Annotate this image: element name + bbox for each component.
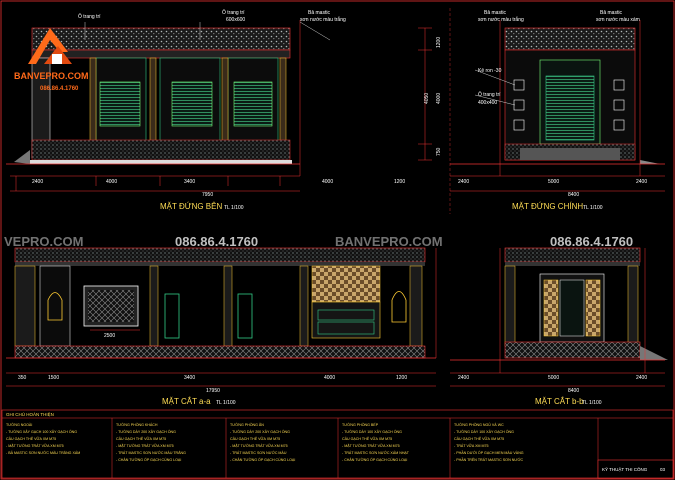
note-1-2: CÂU GẠCH THẺ VỮA XM M75 (6, 436, 56, 441)
dim-front-3: 2400 (636, 179, 647, 185)
note-2-3: - MẶT TƯỜNG TRÁT VỮA XM M75 (116, 443, 174, 448)
callout-front-paintb: sơn nước màu trắng (478, 16, 524, 23)
callout-otrang-size: 600x600 (226, 17, 245, 23)
callout-paint1b: sơn nước màu trắng (300, 16, 346, 23)
note-4-5: - CHÂN TƯỜNG ỐP GẠCH CÙNG LOẠI (342, 457, 407, 462)
dim-side-3: 3400 (184, 179, 195, 185)
note-3-1: - TƯỜNG DÀY 200 XÂY GẠCH ỐNG (230, 429, 290, 434)
note-4-4: - TRÁT MASTIC SƠN NƯỚC XÁM NHẠT (342, 450, 410, 455)
watermark-phone-2: 086.86.4.1760 (550, 234, 633, 249)
dim-sec-6: 1200 (396, 375, 407, 381)
dim-secb-1: 2400 (458, 375, 469, 381)
dim-secb-total: 8400 (568, 388, 579, 394)
watermark-brand-left: VEPRO.COM (4, 234, 83, 249)
note-2-1: - TƯỜNG DÀY 200 XÂY GẠCH ỐNG (116, 429, 176, 434)
notes-header: GHI CHÚ HOÀN THIỆN (6, 410, 54, 417)
callout-front-paint2: Bả mastic (600, 10, 622, 16)
note-4-3: - MẶT TƯỜNG TRÁT VỮA XM M75 (342, 443, 400, 448)
callout-otrang: Ô trang trí (222, 9, 245, 16)
note-1-4: - BẢ MASTIC SƠN NƯỚC MÀU TRẮNG XÁM (6, 450, 80, 455)
dim-sec-4: 3400 (184, 375, 195, 381)
section-aa (6, 247, 437, 387)
dim-sec-5: 4000 (324, 375, 335, 381)
note-2-5: - CHÂN TƯỜNG ỐP GẠCH CÙNG LOẠI (116, 457, 181, 462)
dim-side-4: 4000 (322, 179, 333, 185)
scale-section-aa: TL 1/100 (216, 400, 236, 406)
front-elevation (418, 20, 665, 192)
note-5-1: - TƯỜNG DÀY 100 XÂY GẠCH ỐNG (454, 429, 514, 434)
notes-frame (1, 409, 674, 479)
brand-name: BANVEPRO.COM (14, 71, 89, 81)
scale-side-elevation: TL 1/100 (224, 205, 244, 211)
title-section-bb: MẶT CẮT b-b (535, 397, 584, 406)
side-elevation (6, 20, 331, 192)
scale-front-elevation: TL 1/100 (583, 205, 603, 211)
dim-side-1: 2400 (32, 179, 43, 185)
note-1-1: - TƯỜNG XÂY GẠCH 100 XÂY GẠCH ỐNG (6, 429, 77, 434)
watermark-phone-1: 086.86.4.1760 (175, 234, 258, 249)
note-4-1: - TƯỜNG DÀY 100 XÂY GẠCH ỐNG (342, 429, 402, 434)
callout-otrang2: Ô trang trí (478, 91, 501, 98)
brand-phone-small: 086.86.4.1760 (40, 86, 79, 92)
note-2-2: CÂU GẠCH THẺ VỮA XM M75 (116, 436, 166, 441)
callout-ke: Kẻ ron -30 (478, 68, 502, 74)
note-5-2: CÂU GẠCH THẺ VỮA XM M75 (454, 436, 504, 441)
dim-vert-3: 750 (436, 147, 442, 156)
note-2-0: TƯỜNG PHÒNG KHÁCH (116, 422, 158, 427)
dim-sec-total: 17950 (206, 388, 220, 394)
dim-sec-1: 350 (18, 375, 27, 381)
dim-secb-3: 2400 (636, 375, 647, 381)
dim-secb-2: 5000 (548, 375, 559, 381)
dim-sec-2: 1500 (48, 375, 59, 381)
dim-vert-4: 4050 (424, 93, 430, 104)
scale-section-bb: TL 1/100 (582, 400, 602, 406)
callout-front-paint: Bả mastic (484, 10, 506, 16)
callout-paint1: Bả mastic (308, 10, 330, 16)
note-1-3: - MẶT TƯỜNG TRÁT VỮA XM M75 (6, 443, 64, 448)
callout-lamp: Ô trang trí (78, 13, 101, 20)
note-1-0: TƯỜNG NGOÀI (6, 422, 32, 427)
dim-front-1: 2400 (458, 179, 469, 185)
note-4-2: CÂU GẠCH THẺ VỮA XM M75 (342, 436, 392, 441)
dim-sec-3: 2500 (104, 333, 115, 339)
title-side-elevation: MẶT ĐỨNG BÊN (160, 202, 222, 211)
title-block-label: KỸ THUẬT THI CÔNG (602, 466, 648, 472)
note-3-4: - TRÁT MASTIC SƠN NƯỚC MÀU (230, 450, 287, 455)
title-block (597, 459, 674, 479)
watermark-brand: BANVEPRO.COM (335, 234, 443, 249)
dim-vert-1: 1200 (436, 37, 442, 48)
note-2-4: - TRÁT MASTIC SƠN NƯỚC MÀU TRẮNG (116, 450, 186, 455)
dim-front-total: 8400 (568, 192, 579, 198)
note-5-0: TƯỜNG PHÒNG NGỦ VÀ WC (454, 422, 504, 427)
note-5-4: - PHẦN DƯỚI ỐP GẠCH MEN MÀU VÀNG (454, 450, 524, 455)
note-3-2: CÂU GẠCH THẺ VỮA XM M75 (230, 436, 280, 441)
note-3-5: - CHÂN TƯỜNG ỐP GẠCH CÙNG LOẠI (230, 457, 295, 462)
note-4-0: TƯỜNG PHÒNG BẾP (342, 422, 379, 427)
note-5-5: - PHẦN TRÊN TRÁT MASTIC SƠN NƯỚC (454, 457, 524, 462)
dim-side-2: 4000 (106, 179, 117, 185)
title-front-elevation: MẶT ĐỨNG CHÍNH (512, 202, 583, 211)
dim-front-2: 5000 (548, 179, 559, 185)
note-3-0: TƯỜNG PHÒNG ĂN (230, 422, 264, 427)
callout-otrang2-size: 400x400 (478, 100, 497, 106)
callout-front-paint2b: sơn nước màu xám (596, 17, 640, 23)
note-5-3: - TRÁT VỮA XM M75 (454, 443, 489, 448)
dim-vert-2: 4000 (436, 93, 442, 104)
brand-logo (28, 28, 72, 64)
title-block-sheet: 03 (660, 467, 666, 472)
dim-side-5: 1200 (394, 179, 405, 185)
title-section-aa: MẶT CẮT a-a (162, 397, 211, 406)
note-3-3: - MẶT TƯỜNG TRÁT VỮA XM M75 (230, 443, 288, 448)
section-bb (450, 247, 668, 387)
dim-side-total: 7950 (202, 192, 213, 198)
